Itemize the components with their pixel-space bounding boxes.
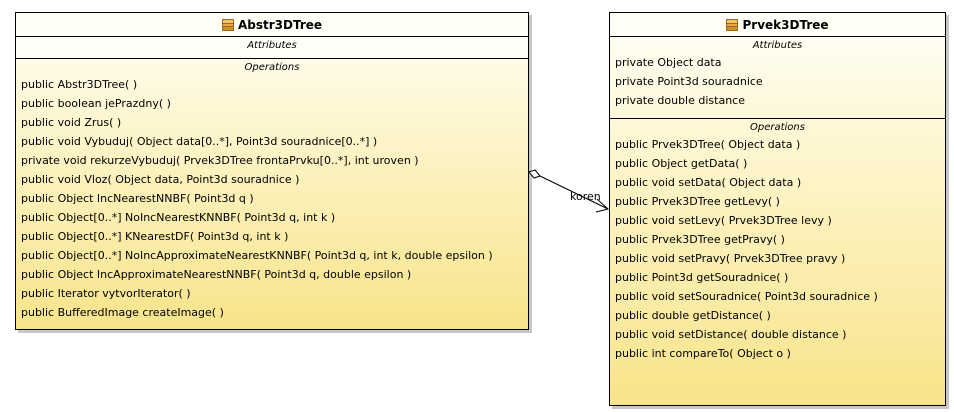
operation[interactable]: public Object[0..*] NoIncNearestKNNBF( P… — [21, 211, 336, 224]
operation[interactable]: public void setData( Object data ) — [615, 176, 802, 189]
class-abstr3dtree[interactable]: Abstr3DTree Attributes Operations public… — [15, 12, 529, 330]
class-title: Abstr3DTree — [16, 13, 528, 37]
attribute[interactable]: private Object data — [615, 56, 722, 69]
operation[interactable]: public int compareTo( Object o ) — [615, 347, 791, 360]
operation[interactable]: public Object IncApproximateNearestNNBF(… — [21, 268, 412, 281]
operation[interactable]: private void rekurzeVybuduj( Prvek3DTree… — [21, 154, 419, 167]
operation[interactable]: public void Vloz( Object data, Point3d s… — [21, 173, 300, 186]
operation[interactable]: public boolean jePrazdny( ) — [21, 97, 171, 110]
operations-compartment: Operations public Prvek3DTree( Object da… — [610, 119, 945, 363]
operation[interactable]: public void setLevy( Prvek3DTree levy ) — [615, 214, 832, 227]
operation[interactable]: public Abstr3DTree( ) — [21, 78, 138, 91]
class-title: Prvek3DTree — [610, 13, 945, 37]
attribute[interactable]: private Point3d souradnice — [615, 75, 763, 88]
operation[interactable]: public BufferedImage createImage( ) — [21, 306, 224, 319]
operation[interactable]: public void Zrus( ) — [21, 116, 122, 129]
operation[interactable]: public void setPravy( Prvek3DTree pravy … — [615, 252, 846, 265]
aggregation-diamond — [528, 169, 541, 179]
operation[interactable]: public double getDistance( ) — [615, 309, 771, 322]
association-role-label: koren — [570, 190, 601, 203]
class-prvek3dtree[interactable]: Prvek3DTree Attributes private Object da… — [609, 12, 946, 406]
operation[interactable]: public void setSouradnice( Point3d soura… — [615, 290, 878, 303]
operation[interactable]: public Object[0..*] KNearestDF( Point3d … — [21, 230, 289, 243]
operation[interactable]: public void setDistance( double distance… — [615, 328, 847, 341]
attributes-compartment: Attributes private Object data private P… — [610, 37, 945, 119]
operation[interactable]: public Object[0..*] NoIncApproximateNear… — [21, 249, 493, 262]
class-icon — [221, 18, 234, 31]
operation[interactable]: public Object IncNearestNNBF( Point3d q … — [21, 192, 254, 205]
operation[interactable]: public Iterator vytvorIterator( ) — [21, 287, 191, 300]
attribute[interactable]: private double distance — [615, 94, 745, 107]
operation[interactable]: public Prvek3DTree getLevy( ) — [615, 195, 780, 208]
operation[interactable]: public Prvek3DTree( Object data ) — [615, 138, 801, 151]
attributes-header: Attributes — [247, 40, 297, 51]
class-name: Abstr3DTree — [237, 17, 323, 32]
class-icon — [726, 18, 739, 31]
operations-compartment: Operations public Abstr3DTree( ) public … — [16, 59, 528, 322]
operation[interactable]: public Prvek3DTree getPravy( ) — [615, 233, 785, 246]
class-name: Prvek3DTree — [742, 17, 829, 32]
attributes-header: Attributes — [752, 40, 803, 51]
attributes-compartment: Attributes — [16, 37, 528, 59]
operations-header: Operations — [244, 62, 300, 73]
operations-header: Operations — [750, 122, 805, 133]
operation[interactable]: public Point3d getSouradnice( ) — [615, 271, 789, 284]
operation[interactable]: public void Vybuduj( Object data[0..*], … — [21, 135, 378, 148]
operation[interactable]: public Object getData( ) — [615, 157, 748, 170]
